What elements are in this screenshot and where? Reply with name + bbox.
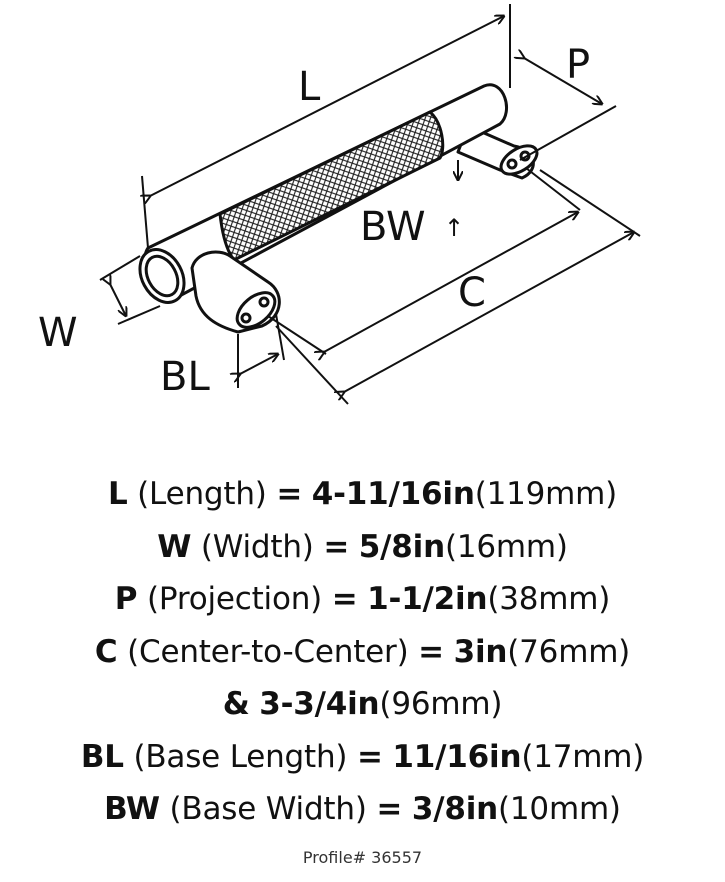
width-extension-top [99,255,141,281]
spec-line: BL (Base Length) = 11/16in(17mm) [0,731,725,784]
label-W: W [38,310,78,356]
projection-extension [519,105,617,161]
spec-name: (Projection) [146,581,323,617]
label-C: C [458,270,486,316]
spec-imperial-value: 3-3/4in [259,686,380,722]
spec-imperial-value: 11/16in [392,738,522,775]
spec-abbreviation: BW [104,791,160,827]
spec-metric-value: (96mm) [379,686,503,722]
bar-end-cap [138,248,186,304]
cabinet-pull-dimension-diagram: L P BW ↑ C W BL [38,4,641,405]
spec-abbreviation: & [222,686,250,722]
label-L: L [298,64,321,110]
dimension-lines [99,4,641,405]
spec-equals: = [356,738,383,775]
spec-line: BW (Base Width) = 3/8in(10mm) [0,783,725,836]
spec-metric-value: (10mm) [498,791,621,827]
center-extension-far [525,167,581,211]
spec-metric-value: (119mm) [474,476,618,512]
spec-imperial-value: 5/8in [358,528,445,565]
spec-abbreviation: C [94,633,118,670]
projection-dimension-line [524,58,602,104]
label-BL: BL [160,354,210,400]
spec-metric-value: (17mm) [521,738,645,775]
spec-metric-value: (38mm) [487,581,611,617]
center-extension-near-2 [275,325,349,405]
base-length-extension-right [275,313,285,361]
spec-equals: = [418,633,444,670]
spec-imperial-value: 3/8in [411,791,498,827]
near-post-screw-hole [258,296,270,308]
spec-line: C (Center-to-Center) = 3in(76mm) [0,626,725,679]
label-BW: BW [360,204,426,250]
center-dimension-line-96mm [344,232,634,392]
spec-equals: = [276,476,303,512]
width-extension-bottom [117,305,161,325]
spec-imperial-value: 1-1/2in [367,581,488,617]
spec-name: (Base Width) [169,791,367,827]
base-width-up-arrow-glyph: ↑ [444,214,464,242]
length-dimension-line [150,16,504,196]
near-post-screw-hole [240,312,252,324]
spec-abbreviation: BL [80,738,124,775]
spec-line: & 3-3/4in(96mm) [0,678,725,731]
spec-name: (Center-to-Center) [127,633,409,670]
far-post-screw-hole [506,158,518,170]
bar-end-inner [144,254,180,298]
spec-equals: = [331,581,358,617]
profile-number: Profile# 36557 [302,848,423,867]
dimension-labels: L P BW ↑ C W BL [38,42,590,400]
specification-list: L (Length) = 4-11/16in(119mm)W (Width) =… [0,468,725,836]
label-P: P [566,42,590,88]
center-extension-far-2 [539,169,641,237]
width-dimension-line [110,284,126,316]
spec-equals: = [323,528,350,565]
spec-abbreviation: P [114,581,138,617]
spec-line: P (Projection) = 1-1/2in(38mm) [0,573,725,626]
spec-abbreviation: L [107,476,128,512]
spec-name: (Base Length) [133,738,348,775]
spec-name: (Length) [137,476,267,512]
spec-imperial-value: 3in [453,633,508,670]
length-extension-left [141,175,149,249]
spec-abbreviation: W [157,528,192,565]
spec-line: L (Length) = 4-11/16in(119mm) [0,468,725,521]
spec-equals: = [376,791,403,827]
base-length-dimension-line [240,354,278,374]
spec-metric-value: (16mm) [444,528,568,565]
spec-name: (Width) [200,528,314,565]
spec-metric-value: (76mm) [507,633,631,670]
spec-imperial-value: 4-11/16in [311,476,475,512]
spec-line: W (Width) = 5/8in(16mm) [0,521,725,574]
